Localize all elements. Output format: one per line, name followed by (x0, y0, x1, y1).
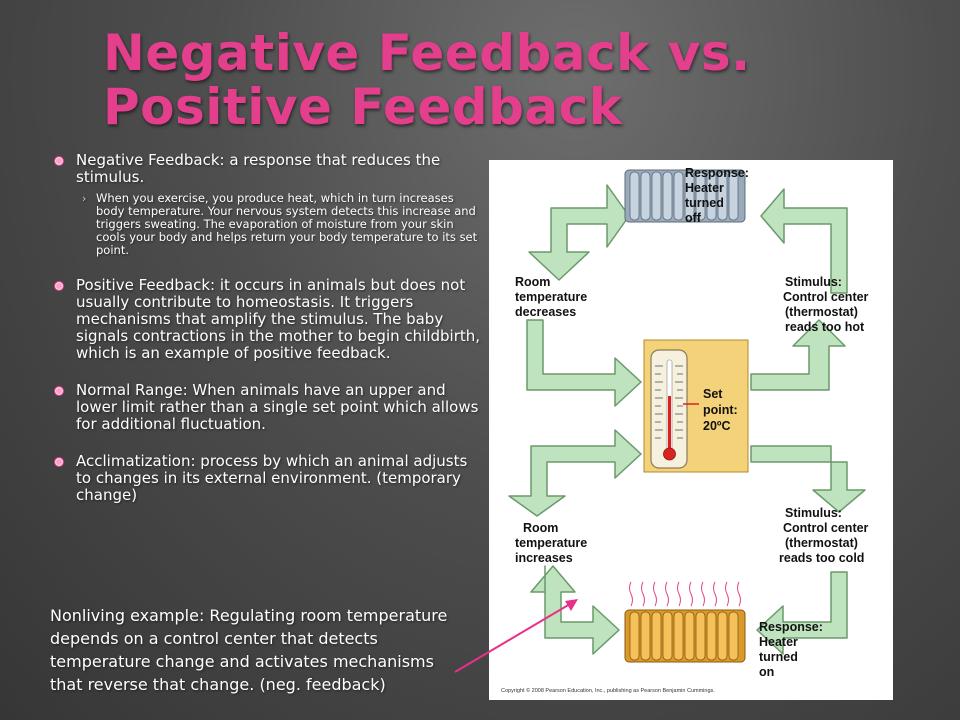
sub-bullet-text: When you exercise, you produce heat, whi… (96, 191, 478, 257)
label-stimulus-cold: Stimulus: Control center (thermostat) re… (779, 506, 872, 565)
arrow-bottom-left (530, 565, 620, 655)
bullet-text: Normal Range: When animals have an upper… (76, 381, 479, 433)
bullet-list: Negative Feedback: a response that reduc… (48, 152, 484, 524)
arrow-bottom-right (756, 571, 848, 655)
title-line-2: Positive Feedback (103, 78, 623, 136)
radiator-off-icon (624, 169, 746, 223)
bullet-icon (54, 156, 64, 166)
label-room-increases: Room temperature increases (515, 521, 591, 565)
label-set-point: Set point: 20ºC (703, 387, 741, 433)
diagram-copyright: Copyright © 2008 Pearson Education, Inc.… (501, 687, 715, 694)
bullet-text: Positive Feedback: it occurs in animals … (76, 276, 481, 362)
label-stimulus-hot: Stimulus: Control center (thermostat) re… (783, 275, 872, 334)
thermostat-panel (643, 339, 749, 473)
label-response-on: Response: Heater turned on (759, 620, 826, 679)
nonliving-example-note: Nonliving example: Regulating room tempe… (50, 606, 448, 694)
sub-bullet-list: › When you exercise, you produce heat, w… (76, 192, 484, 257)
label-response-off: Response: Heater turned off (685, 166, 752, 225)
arrow-top-right (760, 188, 848, 294)
feedback-loop-svg: Response: Heater turned off Room tempera… (501, 166, 872, 694)
arrow-low-right (750, 445, 866, 513)
bullet-acclimatization: Acclimatization: process by which an ani… (48, 453, 484, 504)
arrow-top-left (528, 184, 630, 281)
radiator-on-icon (624, 581, 746, 663)
bullet-negative-feedback: Negative Feedback: a response that reduc… (48, 152, 484, 257)
arrow-low-left (508, 429, 642, 517)
bullet-icon (54, 281, 64, 291)
arrow-mid-right (750, 319, 846, 391)
bullet-icon (54, 457, 64, 467)
bullet-text: Acclimatization: process by which an ani… (76, 452, 468, 504)
label-room-decreases: Room temperature decreases (515, 275, 591, 319)
thermostat-feedback-diagram: Response: Heater turned off Room tempera… (489, 160, 893, 700)
sub-bullet-exercise: › When you exercise, you produce heat, w… (76, 192, 484, 257)
bullet-positive-feedback: Positive Feedback: it occurs in animals … (48, 277, 484, 362)
arrow-mid-left (526, 319, 642, 407)
bullet-text: Negative Feedback: a response that reduc… (76, 151, 441, 186)
slide-title: Negative Feedback vs. Positive Feedback (103, 26, 823, 134)
title-line-1: Negative Feedback vs. (103, 24, 751, 82)
chevron-right-icon: › (82, 192, 87, 205)
bullet-icon (54, 386, 64, 396)
bullet-normal-range: Normal Range: When animals have an upper… (48, 382, 484, 433)
